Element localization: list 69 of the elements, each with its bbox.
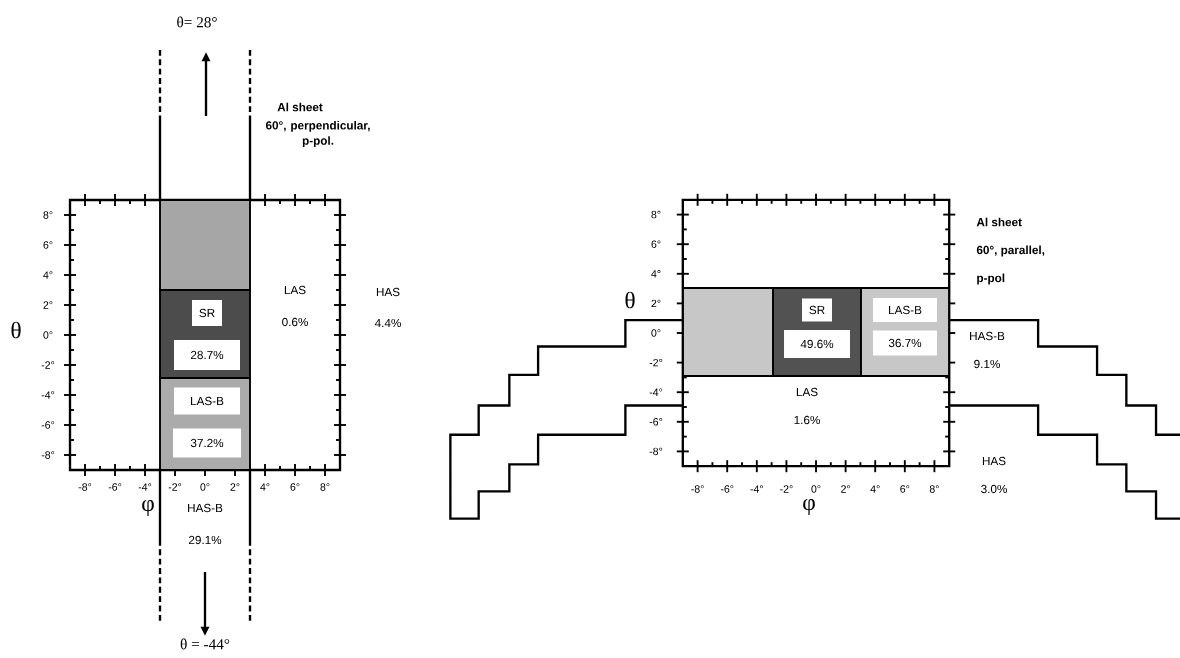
tick-label: 8°	[320, 483, 330, 491]
tick-label: 2°	[230, 483, 240, 491]
shaded-region	[159, 199, 251, 291]
tick-label: -6°	[41, 421, 55, 429]
label-box: 37.2%	[173, 428, 241, 458]
label-box: SR	[802, 298, 832, 322]
tick-label: 6°	[43, 241, 53, 249]
tick-label: -8°	[78, 483, 92, 491]
tick-label: -8°	[649, 447, 663, 456]
tick-label: -2°	[649, 358, 663, 367]
tick-label: 0°	[811, 485, 821, 493]
region-label: HAS	[982, 456, 1006, 466]
tick-label: 6°	[651, 240, 661, 248]
tick-label: 8°	[651, 210, 661, 219]
tick-label: 4°	[870, 485, 880, 493]
tick-label: -6°	[108, 483, 122, 491]
tick-label: 0°	[200, 483, 210, 491]
axis-label: φ	[803, 499, 815, 515]
percentage-label: 0.6%	[282, 317, 308, 327]
label-box: LAS-B	[873, 298, 937, 322]
region-label: HAS-B	[970, 331, 1005, 341]
tick-label: -6°	[720, 485, 734, 493]
region-label: LAS	[284, 285, 306, 295]
tick-label: -8°	[691, 485, 704, 493]
percentage-label: 3.0%	[981, 484, 1007, 494]
tick-label: 0°	[651, 329, 661, 337]
tick-label: 6°	[900, 485, 910, 493]
axis-label: θ	[625, 291, 635, 309]
region-label: HAS-B	[188, 503, 223, 513]
tick-label: -8°	[41, 451, 55, 459]
label-box: 36.7%	[873, 330, 937, 356]
tick-label: -2°	[41, 361, 55, 369]
tick-label: 2°	[43, 301, 53, 309]
region-label: LAS	[796, 387, 818, 397]
tick-label: -2°	[780, 485, 793, 493]
tick-label: -4°	[41, 391, 55, 399]
region-label: HAS	[376, 287, 400, 297]
label-box: SR	[192, 300, 222, 326]
percentage-label: 1.6%	[794, 415, 820, 425]
axis-label: φ	[142, 500, 154, 516]
percentage-label: 4.4%	[374, 318, 401, 328]
annotation-text: Al sheet	[277, 102, 323, 112]
tick-label: 4°	[651, 270, 661, 278]
tick-label: -2°	[168, 483, 182, 491]
angle-label: θ= 28°	[177, 16, 217, 28]
tick-label: -4°	[138, 483, 152, 491]
shaded-region	[682, 287, 774, 377]
tick-label: -4°	[750, 485, 763, 493]
annotation-text: Al sheet	[976, 217, 1022, 227]
annotation-text: 60°, parallel,	[976, 245, 1045, 257]
tick-label: 4°	[43, 271, 53, 279]
tick-label: 2°	[651, 299, 661, 308]
annotation-text: p-pol	[977, 273, 1005, 285]
percentage-label: 9.1%	[974, 359, 1000, 369]
label-box: 28.7%	[174, 340, 240, 370]
label-box: 49.6%	[784, 330, 850, 358]
tick-label: 8°	[43, 211, 53, 219]
axis-label: θ	[11, 321, 21, 339]
angle-label: θ = -44°	[180, 638, 230, 650]
tick-label: 2°	[841, 485, 850, 493]
tick-label: -4°	[649, 388, 663, 396]
percentage-label: 29.1%	[189, 535, 222, 545]
tick-label: 8°	[929, 485, 939, 493]
tick-label: 4°	[260, 483, 270, 491]
tick-label: 0°	[43, 331, 53, 339]
tick-label: 6°	[290, 483, 300, 491]
label-box: LAS-B	[174, 387, 240, 415]
tick-label: -6°	[649, 418, 663, 426]
annotation-text: 60°, perpendicular, p-pol.	[265, 120, 370, 148]
